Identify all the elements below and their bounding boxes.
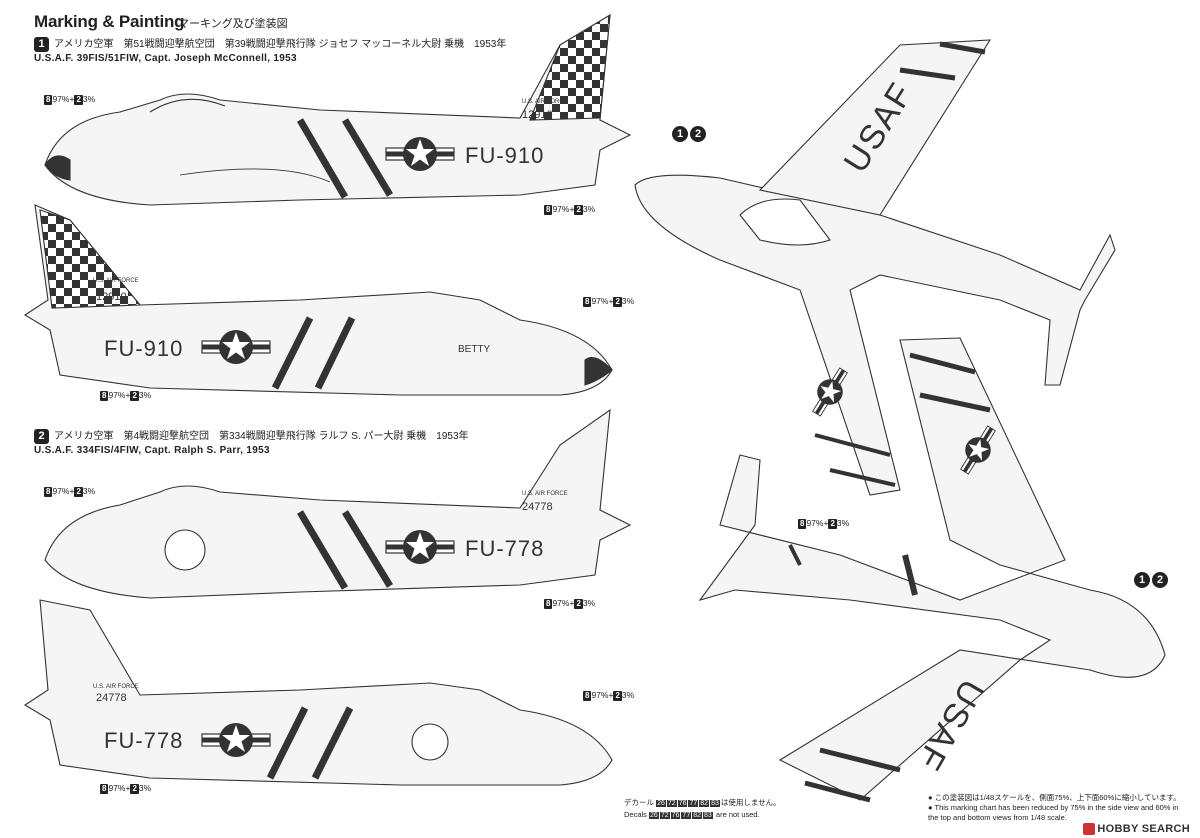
bottom-view	[698, 337, 1166, 803]
version-1-number: 1	[34, 37, 49, 52]
version-1-heading: 1 アメリカ空軍 第51戦闘迎撃航空団 第39戦闘迎撃飛行隊 ジョセフ マッコーネ…	[34, 37, 506, 65]
page-title-jp: マーキング及び塗装図	[178, 18, 288, 30]
v1-nose-art-name: BETTY	[458, 344, 491, 355]
v2-right-serial: 24778	[96, 692, 127, 704]
scale-note: ● この塗装図は1/48スケールを、側面75%、上下面60%に縮小しています。 …	[928, 793, 1181, 822]
v1-left-fin-text: U.S. AIR FORCE	[522, 99, 568, 105]
version-2-number: 2	[34, 429, 49, 444]
hobby-search-logo-icon	[1083, 823, 1096, 835]
version-2-jp: アメリカ空軍 第4戦闘迎撃航空団 第334戦闘迎撃飛行隊 ラルフ S. パー大尉…	[54, 431, 469, 443]
v1-left-side-view	[44, 13, 632, 206]
v2-right-buzz-number: FU-778	[104, 728, 183, 753]
v2-left-buzz-number: FU-778	[465, 536, 544, 561]
v1-left-serial: 12910	[522, 109, 553, 121]
v2-left-side-view	[44, 408, 632, 599]
version-2-en: U.S.A.F. 334FIS/4FIW, Capt. Ralph S. Par…	[34, 445, 270, 456]
watermark: HOBBY SEARCH	[1083, 823, 1190, 835]
version-1-jp: アメリカ空軍 第51戦闘迎撃航空団 第39戦闘迎撃飛行隊 ジョセフ マッコーネル…	[54, 39, 507, 51]
v1-left-buzz-number: FU-910	[465, 143, 544, 168]
v2-right-side-view	[23, 599, 613, 786]
v1-right-serial: 12910	[96, 291, 127, 303]
badge-2: 2	[690, 126, 706, 142]
v1-right-fin-text: U.S. AIR FORCE	[93, 278, 139, 284]
version-1-en: U.S.A.F. 39FIS/51FIW, Capt. Joseph McCon…	[34, 53, 297, 64]
v1-right-buzz-number: FU-910	[104, 336, 183, 361]
v1-right-side-view	[23, 204, 613, 396]
v2-left-fin-text: U.S. AIR FORCE	[522, 491, 568, 497]
badge-1: 1	[1134, 572, 1150, 588]
top-view	[634, 39, 1116, 496]
v2-left-serial: 24778	[522, 501, 553, 513]
badge-2: 2	[1152, 572, 1168, 588]
page-title: Marking & Painting	[34, 12, 185, 31]
badge-1: 1	[672, 126, 688, 142]
version-2-heading: 2 アメリカ空軍 第4戦闘迎撃航空団 第334戦闘迎撃飛行隊 ラルフ S. パー大…	[34, 429, 469, 457]
v2-right-fin-text: U.S. AIR FORCE	[93, 684, 139, 690]
